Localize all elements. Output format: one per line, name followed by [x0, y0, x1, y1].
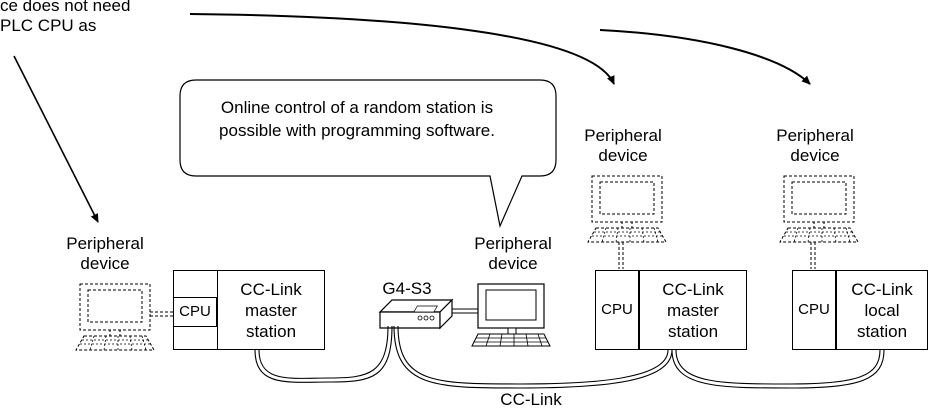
cc-link-master-station-2: CC-Link master station — [639, 270, 747, 350]
bubble-line-2: possible with programming software. — [219, 121, 495, 140]
bubble-line-1: Online control of a random station is — [220, 98, 494, 117]
arrow-icon — [189, 13, 615, 85]
peripheral-label-station2: Peripheral device — [584, 126, 662, 165]
cc-link-master-station-1: CC-Link master station — [217, 270, 325, 350]
g4-s3-label: G4-S3 — [382, 279, 432, 298]
cpu-label: CPU — [595, 270, 639, 350]
speech-bubble — [179, 79, 557, 228]
cpu-label: CPU — [173, 297, 217, 327]
bubble-text: Online control of a random station is po… — [182, 96, 532, 142]
cc-link-network-label: CC-Link — [500, 390, 562, 409]
peripheral-label-station3: Peripheral device — [776, 126, 854, 165]
cc-link-local-station: CC-Link local station — [836, 270, 928, 350]
computer-icon — [75, 283, 155, 351]
computer-icon — [779, 175, 859, 243]
arrow-icon — [599, 29, 811, 85]
computer-icon — [471, 283, 551, 347]
peripheral-label-left: Peripheral device — [66, 234, 144, 273]
note-line-1: ce does not need — [0, 0, 131, 15]
peripheral-label-middle: Peripheral device — [474, 234, 552, 273]
arrow-icon — [13, 55, 99, 223]
computer-icon — [587, 175, 667, 243]
note-line-2: PLC CPU as — [0, 16, 97, 35]
g4-s3-module-icon — [378, 298, 454, 330]
cpu-label: CPU — [792, 270, 836, 350]
